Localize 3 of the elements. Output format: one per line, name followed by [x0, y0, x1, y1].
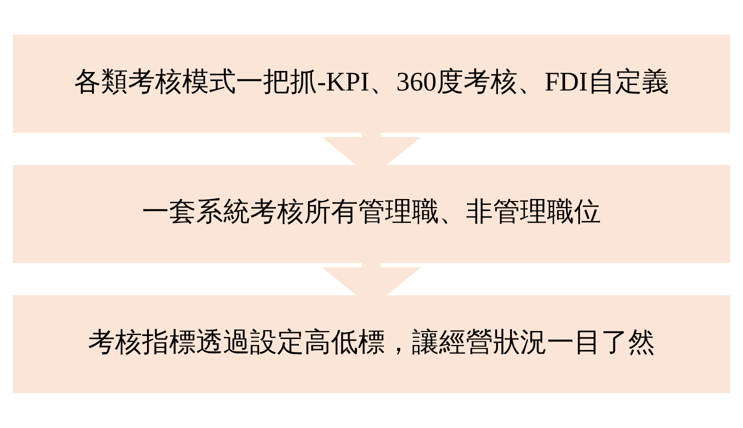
- node-box: 考核指標透過設定高低標，讓經營狀況一目了然: [12, 295, 730, 394]
- node-box: 一套系統考核所有管理職、非管理職位: [12, 164, 730, 264]
- node-box: 各類考核模式一把抓-KPI、360度考核、FDI自定義: [12, 34, 730, 133]
